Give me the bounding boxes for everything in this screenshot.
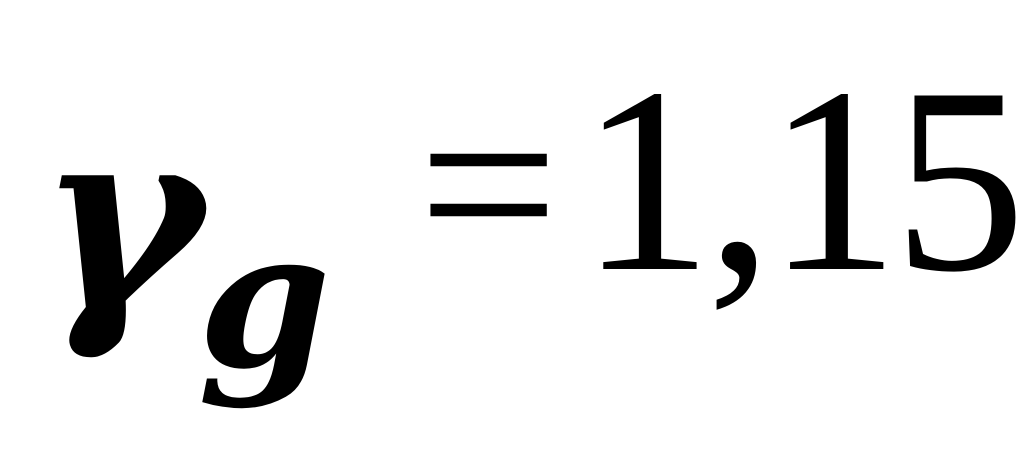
subscript-g: g bbox=[198, 188, 331, 411]
gamma-symbol: γ bbox=[38, 70, 204, 364]
equals-sign: = bbox=[418, 46, 559, 323]
value-number: 1,15 bbox=[580, 34, 1024, 327]
